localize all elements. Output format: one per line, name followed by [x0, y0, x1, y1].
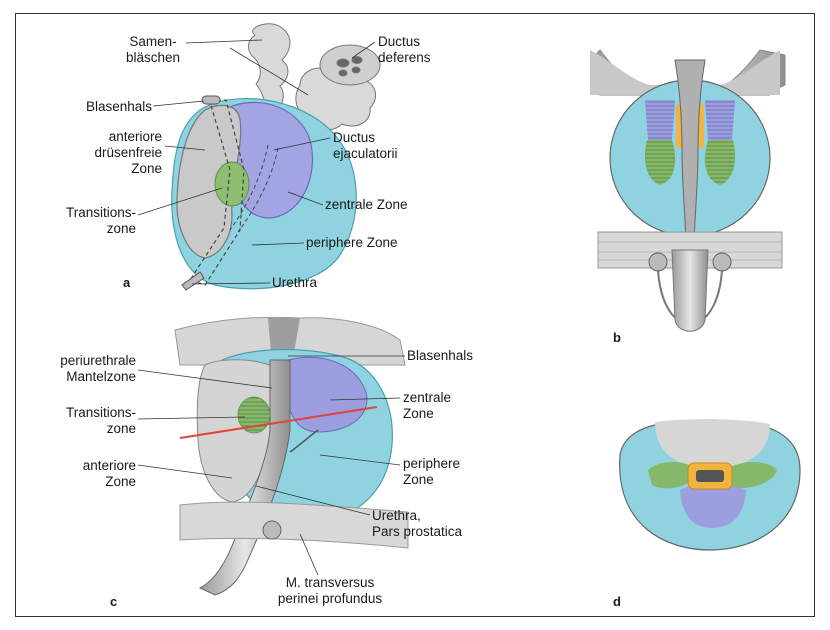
panel-label-b: b	[613, 330, 621, 345]
label-blasenhals-c: Blasenhals	[407, 348, 473, 364]
label-periphere-zone-a: periphere Zone	[306, 235, 398, 251]
urethra-outlet	[182, 272, 204, 290]
panel-label-d: d	[613, 594, 621, 609]
label-urethra-a: Urethra	[272, 275, 317, 291]
label-blasenhals-a: Blasenhals	[60, 99, 152, 115]
label-urethra-pars-prostatica: Urethra,Pars prostatica	[372, 508, 462, 540]
label-transitionszone-c: Transitions-zone	[30, 405, 136, 437]
panel-label-c: c	[110, 594, 117, 609]
label-transitionszone-a: Transitions-zone	[40, 205, 136, 237]
label-zentrale-zone-a: zentrale Zone	[325, 197, 408, 213]
panel-d-drawing	[620, 419, 800, 550]
panel-b-drawing	[590, 50, 785, 331]
panel-label-a: a	[123, 275, 130, 290]
panel-c-drawing	[175, 317, 408, 595]
label-samenblaeschen: Samen-bläschen	[118, 34, 188, 66]
bladder-neck-tube	[202, 96, 220, 104]
